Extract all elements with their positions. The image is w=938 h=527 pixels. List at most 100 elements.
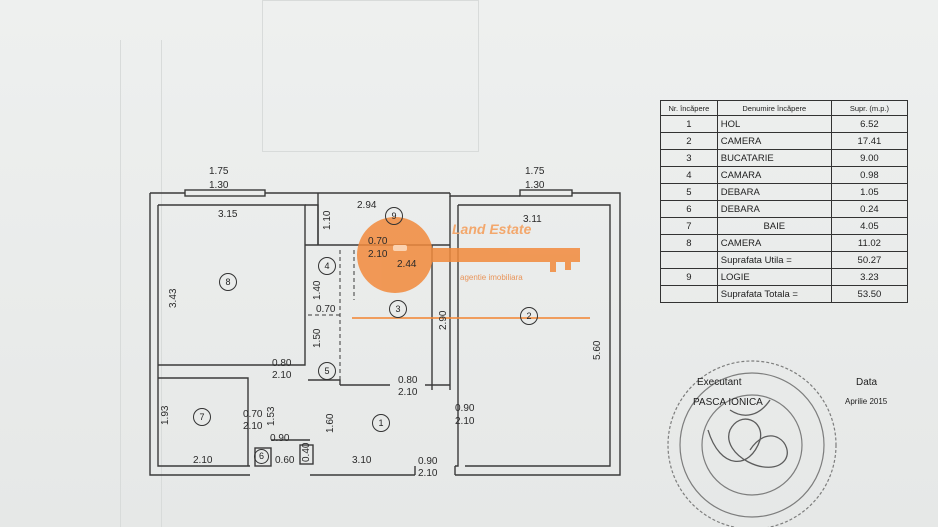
table-row: 3 BUCATARIE 9.00 — [660, 149, 909, 167]
total-area-value: 53.50 — [830, 285, 909, 303]
dim-door7-w: 0.70 — [243, 409, 263, 420]
row-name: CAMERA — [716, 132, 832, 150]
room-number-9: 9 — [385, 207, 403, 225]
dim-room6-h: 0.40 — [301, 442, 312, 462]
executant-name: PASCA IONICA — [693, 397, 763, 408]
row-name: HOL — [716, 115, 832, 133]
table-header-row: Nr. încăpere Denumire încăpere Supr. (m.… — [660, 100, 909, 116]
row-area: 11.02 — [830, 234, 909, 252]
row-nr: 8 — [660, 234, 718, 252]
dim-closet-gap: 0.70 — [316, 304, 336, 315]
dim-hall-v1: 1.53 — [266, 406, 277, 426]
date-value: Aprilie 2015 — [845, 397, 888, 406]
table-row: 2 CAMERA 17.41 — [660, 132, 909, 150]
row-area: 6.52 — [830, 115, 909, 133]
room-number-8: 8 — [219, 273, 237, 291]
dim-window-left-bottom: 1.30 — [209, 180, 229, 191]
header-nr: Nr. încăpere — [660, 100, 718, 116]
total-area-row: Suprafata Totala = 53.50 — [660, 285, 909, 303]
loggia-nr: 9 — [660, 268, 718, 286]
dim-door2-w: 0.90 — [455, 403, 475, 414]
bleed-through-margin — [120, 40, 162, 527]
table-row: 1 HOL 6.52 — [660, 115, 909, 133]
header-area: Supr. (m.p.) — [830, 100, 909, 116]
dim-room3-height: 2.90 — [438, 310, 449, 330]
total-empty-cell — [660, 285, 718, 303]
dim-room8-height: 3.43 — [168, 288, 179, 308]
row-name: DEBARA — [716, 183, 832, 201]
watermark-tagline: agentie imobiliara — [460, 273, 523, 282]
row-area: 17.41 — [830, 132, 909, 150]
table-row: 7 BAIE 4.05 — [660, 217, 909, 235]
dim-door8-w: 0.80 — [272, 358, 292, 369]
room-number-6: 6 — [254, 449, 269, 464]
dim-hall-top-width: 2.94 — [357, 200, 377, 211]
dim-door3-h: 2.10 — [398, 387, 418, 398]
row-nr: 5 — [660, 183, 718, 201]
loggia-name: LOGIE — [716, 268, 832, 286]
row-name: BUCATARIE — [716, 149, 832, 167]
util-area-label: Suprafata Utila = — [716, 251, 832, 269]
row-nr: 7 — [660, 217, 718, 235]
room-number-4: 4 — [318, 257, 336, 275]
row-area: 0.24 — [830, 200, 909, 218]
date-label: Data — [856, 377, 878, 388]
dim-room2-height: 5.60 — [592, 340, 603, 360]
room-number-3: 3 — [389, 300, 407, 318]
dim-door7-h: 2.10 — [243, 421, 263, 432]
dim-hall-top-height: 1.10 — [322, 210, 333, 230]
row-area: 4.05 — [830, 217, 909, 235]
dim-room6-w: 0.60 — [275, 455, 295, 466]
room-number-7: 7 — [193, 408, 211, 426]
dim-entry-w: 0.90 — [418, 456, 438, 467]
table-row: 8 CAMERA 11.02 — [660, 234, 909, 252]
row-nr: 2 — [660, 132, 718, 150]
loggia-row: 9 LOGIE 3.23 — [660, 268, 909, 286]
dim-door8-h: 2.10 — [272, 370, 292, 381]
loggia-area: 3.23 — [830, 268, 909, 286]
row-nr: 6 — [660, 200, 718, 218]
util-area-value: 50.27 — [830, 251, 909, 269]
dim-bath-door-w: 0.70 — [368, 236, 388, 247]
dim-hall-bottom-w: 3.10 — [352, 455, 372, 466]
executant-label: Executant — [697, 377, 742, 388]
dim-room2-width: 3.11 — [523, 214, 542, 225]
watermark-brand: Land Estate — [452, 221, 532, 237]
dim-closet4-h: 1.40 — [312, 280, 323, 300]
util-empty-cell — [660, 251, 718, 269]
total-area-label: Suprafata Totala = — [716, 285, 832, 303]
dim-closet5-h: 1.50 — [312, 328, 323, 348]
dim-window-left-top: 1.75 — [209, 166, 229, 177]
row-nr: 4 — [660, 166, 718, 184]
area-table: Nr. încăpere Denumire încăpere Supr. (m.… — [660, 100, 909, 303]
dim-door2-h: 2.10 — [455, 416, 475, 427]
dim-bath-len: 2.44 — [397, 259, 417, 270]
row-area: 9.00 — [830, 149, 909, 167]
table-row: 6 DEBARA 0.24 — [660, 200, 909, 218]
row-nr: 1 — [660, 115, 718, 133]
room-number-1: 1 — [372, 414, 390, 432]
table-row: 5 DEBARA 1.05 — [660, 183, 909, 201]
dim-hall-v2: 1.60 — [325, 413, 336, 433]
row-name: BAIE — [716, 217, 832, 235]
row-name: CAMARA — [716, 166, 832, 184]
dim-window-right-bottom: 1.30 — [525, 180, 545, 191]
row-area: 0.98 — [830, 166, 909, 184]
table-row: 4 CAMARA 0.98 — [660, 166, 909, 184]
dim-entry-h: 2.10 — [418, 468, 438, 479]
row-nr: 3 — [660, 149, 718, 167]
header-name: Denumire încăpere — [716, 100, 832, 116]
dim-door6-w: 0.90 — [270, 433, 290, 444]
dim-room8-width: 3.15 — [218, 209, 238, 220]
room-number-2: 2 — [520, 307, 538, 325]
bleed-through-frame — [262, 0, 479, 152]
dim-bath-door-h: 2.10 — [368, 249, 388, 260]
row-name: DEBARA — [716, 200, 832, 218]
dim-window-right-top: 1.75 — [525, 166, 545, 177]
row-name: CAMERA — [716, 234, 832, 252]
dim-door3-w: 0.80 — [398, 375, 418, 386]
dim-room7-width: 2.10 — [193, 455, 213, 466]
dim-room7-height: 1.93 — [160, 405, 171, 425]
room-number-5: 5 — [318, 362, 336, 380]
